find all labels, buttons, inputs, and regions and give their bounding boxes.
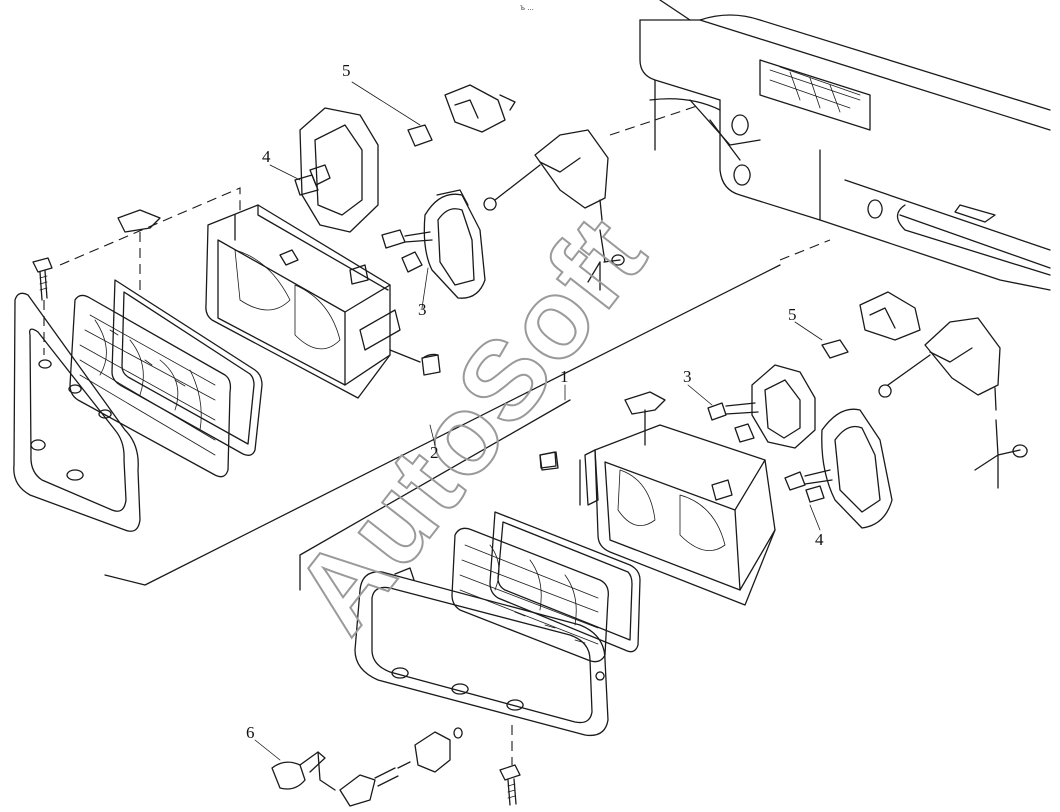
left-gasket bbox=[111, 279, 263, 456]
side-marker-parts bbox=[271, 727, 463, 807]
leader-line bbox=[779, 239, 831, 261]
header-mark: ъ ... bbox=[520, 3, 534, 12]
callout-2: 2 bbox=[430, 443, 439, 462]
callout-3: 3 bbox=[683, 367, 692, 386]
callout-4: 4 bbox=[262, 147, 271, 166]
connector bbox=[407, 84, 516, 147]
bulb bbox=[707, 402, 759, 443]
leveling-actuator bbox=[878, 317, 1028, 489]
right-lens bbox=[451, 527, 609, 663]
callout-4: 4 bbox=[815, 530, 824, 549]
leader-line bbox=[389, 349, 421, 363]
divider-line bbox=[104, 264, 781, 586]
bracket-clip bbox=[117, 209, 161, 290]
leveling-actuator bbox=[483, 129, 625, 291]
bulb-socket bbox=[751, 364, 816, 449]
bracket-clip bbox=[624, 391, 666, 446]
watermark: AutoSoft bbox=[270, 193, 669, 655]
callout-5: 5 bbox=[342, 61, 351, 80]
callout-6: 6 bbox=[246, 723, 255, 742]
left-headlamp-housing bbox=[205, 204, 401, 399]
connector bbox=[821, 291, 921, 359]
screw bbox=[32, 257, 53, 355]
right-gasket bbox=[489, 511, 641, 653]
left-bezel-frame bbox=[13, 292, 141, 532]
callout-5: 5 bbox=[788, 305, 797, 324]
cover-cap bbox=[423, 189, 486, 299]
cover-cap bbox=[821, 408, 893, 529]
bulb bbox=[784, 469, 833, 503]
bulb-cap bbox=[421, 353, 441, 376]
leader-line bbox=[59, 187, 241, 266]
right-bezel-frame bbox=[354, 567, 609, 737]
right-headlamp-housing bbox=[539, 424, 776, 606]
bulb-socket bbox=[294, 107, 379, 233]
leader-line bbox=[299, 399, 571, 591]
vehicle-front-body bbox=[639, 0, 1051, 291]
screw bbox=[499, 725, 521, 806]
bulb bbox=[381, 229, 433, 273]
bulb-cap bbox=[539, 451, 559, 471]
callout-1: 1 bbox=[560, 367, 569, 386]
callout-3: 3 bbox=[418, 300, 427, 319]
left-lens bbox=[69, 294, 232, 478]
